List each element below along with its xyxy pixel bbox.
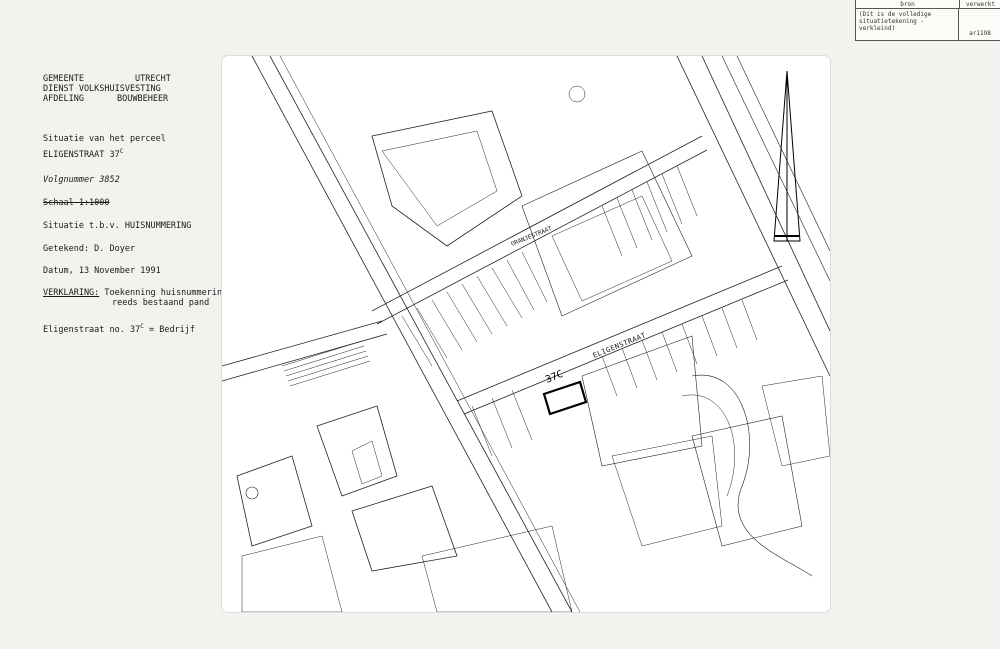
north-arrow xyxy=(773,70,801,242)
block-east-b xyxy=(761,375,830,467)
getekend: Getekend: D. Doyer xyxy=(43,244,136,254)
block-sw-2 xyxy=(241,535,343,612)
block-inner-nw xyxy=(381,130,498,227)
verklaring-text-2: reeds bestaand pand xyxy=(112,298,210,308)
curve-path-east xyxy=(691,374,813,577)
situatie-tbv: Situatie t.b.v. HUISNUMMERING xyxy=(43,221,192,231)
road-left-edge-a xyxy=(251,56,553,612)
source-note: (Dit is de volledige situatietekening - … xyxy=(856,9,959,40)
road-left-edge-b xyxy=(269,56,573,612)
cross-street-c-2 xyxy=(222,333,388,382)
datum: Datum, 13 November 1991 xyxy=(43,266,161,276)
situatie-title: Situatie van het perceel xyxy=(43,134,166,144)
road-right-edge-a xyxy=(676,56,830,377)
verklaring-text-1: Toekenning huisnummering voor ongenummer… xyxy=(104,288,320,298)
block-inner-yard xyxy=(551,195,673,302)
block-east-a xyxy=(691,415,803,547)
cross-street-b-1 xyxy=(456,265,783,402)
source-header-bron: bron xyxy=(856,0,960,8)
map-drawing: ELIGENSTRAAT ORANJESTRAAT 37C xyxy=(222,56,830,612)
org-gemeente: GEMEENTE xyxy=(43,74,84,84)
curve-path-east-2 xyxy=(681,394,735,497)
org-dienst: DIENST VOLKSHUISVESTING xyxy=(43,84,161,94)
schaal: Schaal 1:1000 xyxy=(43,198,110,208)
block-sw xyxy=(236,455,313,547)
street-name: ELIGENSTRAAT 37 xyxy=(43,150,120,160)
result-sup: C xyxy=(140,323,144,331)
cross-street-a-2 xyxy=(376,149,708,325)
map-circle-west xyxy=(245,486,259,500)
org-utrecht: UTRECHT xyxy=(135,74,171,84)
result-line: Eligenstraat no. 37C = Bedrijf xyxy=(43,323,196,335)
parcel-37c-outline xyxy=(542,380,588,416)
org-bouwbeheer: BOUWBEHEER xyxy=(117,94,169,104)
block-south-c xyxy=(351,485,458,572)
volgnummer: Volgnummer 3852 xyxy=(43,175,120,185)
source-table-header: bron verwerkt xyxy=(856,0,1000,9)
situation-map: ELIGENSTRAAT ORANJESTRAAT 37C xyxy=(222,56,830,612)
cross-street-b-2 xyxy=(463,279,789,415)
block-courtyard xyxy=(521,150,693,317)
road-left-edge-c xyxy=(279,56,581,612)
verklaring-line-1: VERKLARING: Toekenning huisnummering voo… xyxy=(43,288,319,298)
result-suffix: = Bedrijf xyxy=(143,325,196,335)
source-code: ar1198 xyxy=(969,30,991,37)
source-table-row: (Dit is de volledige situatietekening - … xyxy=(856,9,1000,40)
org-line-1: GEMEENTE UTRECHT xyxy=(43,74,171,84)
block-large-nw xyxy=(371,110,523,247)
org-line-3: AFDELING BOUWBEHEER xyxy=(43,94,168,104)
block-south-a xyxy=(316,405,398,497)
map-circle-north xyxy=(568,85,586,103)
block-se-yard xyxy=(581,335,703,467)
result-street: Eligenstraat no. 37 xyxy=(43,325,141,335)
org-afdeling: AFDELING xyxy=(43,94,84,104)
source-header-verwerkt: verwerkt xyxy=(966,0,995,8)
street-line: ELIGENSTRAAT 37C xyxy=(43,148,124,160)
source-table: bron verwerkt (Dit is de volledige situa… xyxy=(855,0,1000,41)
block-south-b xyxy=(351,440,383,485)
verklaring-label: VERKLARING: xyxy=(43,288,100,298)
block-bottom-mid xyxy=(421,525,573,612)
parcel-lines xyxy=(401,165,758,457)
cross-street-c-1 xyxy=(222,320,383,367)
rail-edge-a xyxy=(721,56,830,282)
street-sup: C xyxy=(119,148,124,156)
block-se-park xyxy=(611,435,723,547)
cross-street-a-1 xyxy=(371,135,703,312)
oranjestraat-map-label: ORANJESTRAAT xyxy=(510,225,553,248)
lot-37c-map-label: 37C xyxy=(544,369,565,386)
hatched-area xyxy=(281,340,371,387)
road-right-edge-b xyxy=(701,56,830,332)
rail-edge-b xyxy=(736,56,830,252)
